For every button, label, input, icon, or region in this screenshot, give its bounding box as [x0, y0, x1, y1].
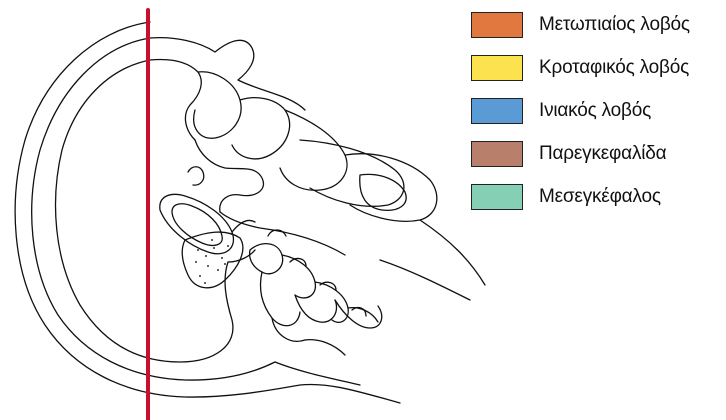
neck-front-line	[420, 220, 485, 285]
throat-line	[380, 260, 470, 300]
legend-swatch	[471, 55, 523, 81]
temporal-ring-outer	[160, 194, 234, 253]
skull-inner-outline	[32, 38, 275, 380]
legend-label: Μετωπιαίος λοβός	[539, 14, 690, 36]
skull-outer-outline	[15, 22, 400, 403]
legend-item-midbrain: Μεσεγκέφαλος	[471, 183, 690, 211]
legend-item-temporal: Κροταφικός λοβός	[471, 54, 690, 82]
legend: Μετωπιαίος λοβός Κροταφικός λοβός Ινιακό…	[471, 11, 690, 226]
legend-swatch	[471, 184, 523, 210]
mandible-lower	[345, 154, 437, 222]
pterygoid-line	[220, 212, 345, 255]
frontal-bone-inner	[150, 60, 201, 141]
legend-item-occipital: Ινιακός λοβός	[471, 97, 690, 125]
sphenoid-bone	[195, 140, 263, 212]
legend-swatch	[471, 141, 523, 167]
legend-label: Ινιακός λοβός	[539, 100, 651, 122]
sella-turcica	[188, 167, 204, 185]
cranial-cavity	[56, 60, 233, 362]
frontal-bone	[150, 38, 305, 110]
legend-label: Παρεγκεφαλίδα	[539, 143, 666, 165]
legend-item-frontal: Μετωπιαίος λοβός	[471, 11, 690, 39]
legend-label: Κροταφικός λοβός	[539, 57, 689, 79]
mandible-upper	[300, 140, 404, 206]
legend-swatch	[471, 98, 523, 124]
neck-back-line	[275, 362, 360, 385]
tongue-outline	[360, 174, 406, 210]
legend-swatch	[471, 12, 523, 38]
legend-label: Μεσεγκέφαλος	[539, 186, 661, 208]
cervical-vertebrae	[250, 230, 382, 355]
legend-item-cerebellum: Παρεγκεφαλίδα	[471, 140, 690, 168]
temporal-ring-inner	[172, 204, 222, 246]
